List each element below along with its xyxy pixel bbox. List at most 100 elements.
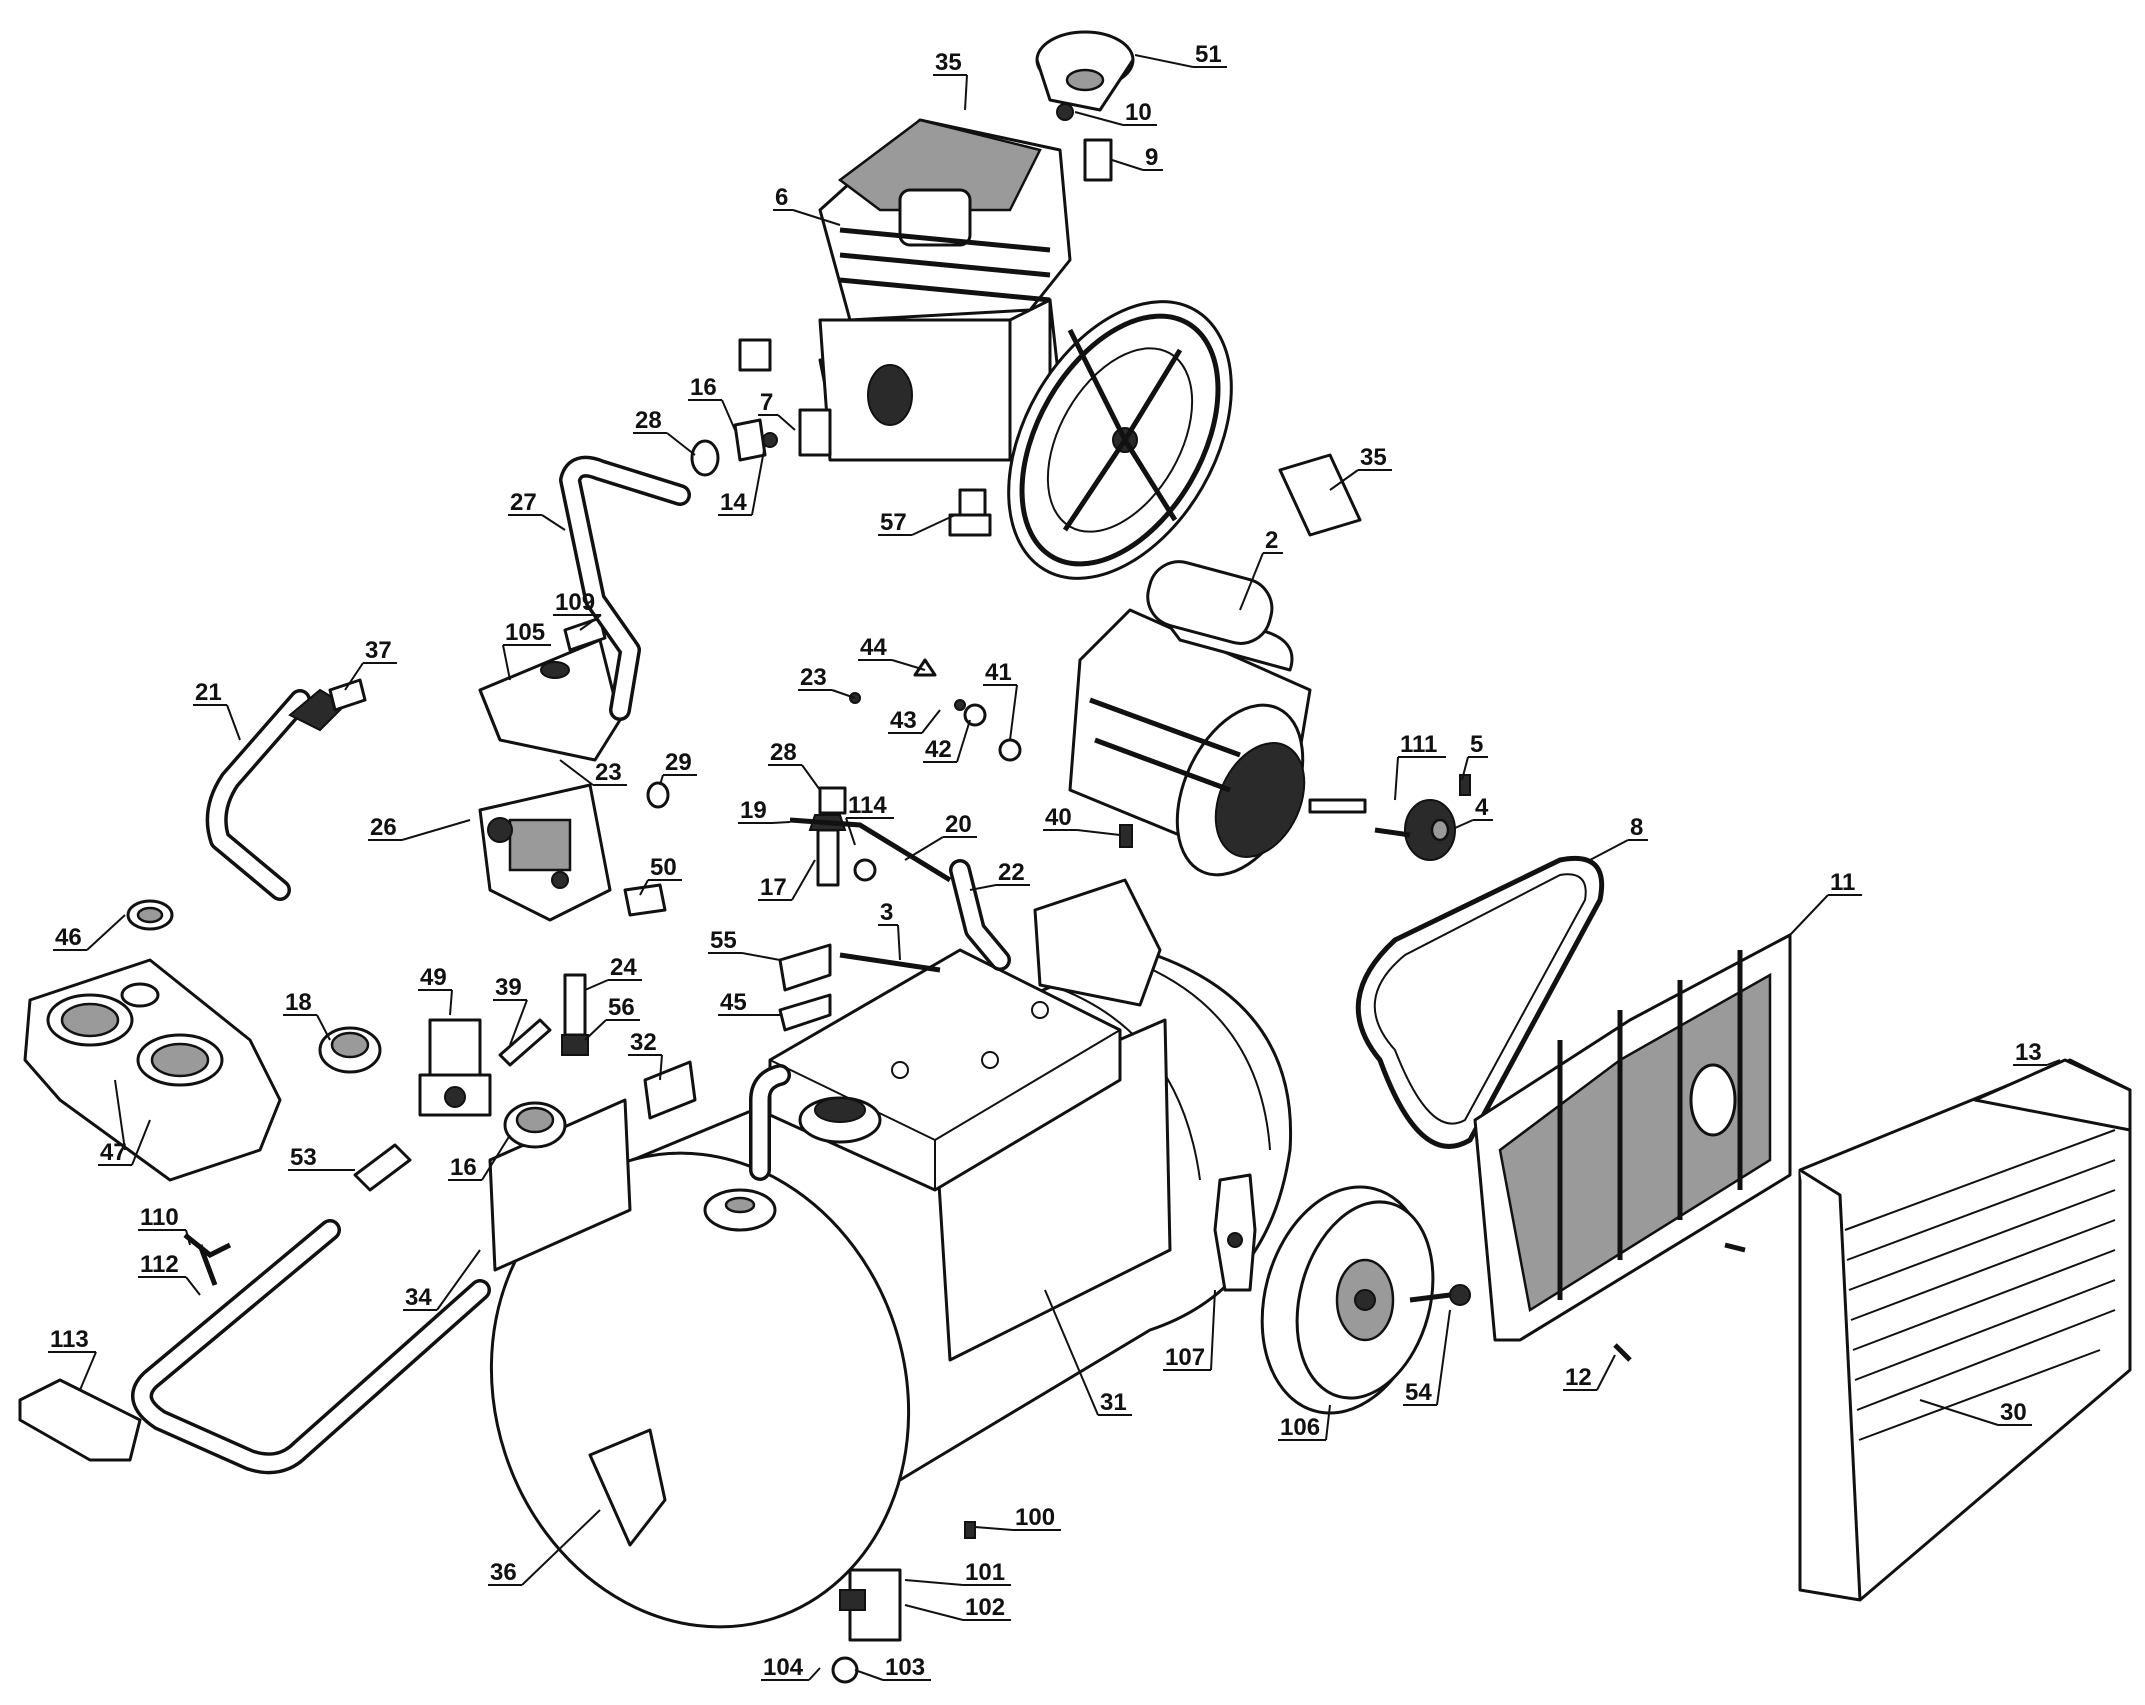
pump-fittings	[690, 338, 992, 537]
callout-leader-line	[659, 1054, 663, 1081]
callout-number: 11	[1830, 869, 1855, 896]
callout-number: 107	[1165, 1344, 1205, 1371]
callout-9: 9	[1111, 144, 1163, 171]
callout-leader-line	[1461, 756, 1469, 781]
callout-number: 31	[1100, 1389, 1127, 1416]
wheel-106	[1260, 1185, 1435, 1415]
pressure-switch-cover-105	[478, 638, 622, 762]
callout-number: 57	[880, 509, 907, 536]
callout-3: 3	[878, 899, 901, 961]
callout-leader-line	[436, 1249, 481, 1311]
callout-leader-line	[904, 1604, 964, 1621]
callout-leader-line	[791, 859, 816, 901]
callout-11: 11	[1789, 869, 1862, 936]
callout-number: 45	[720, 989, 747, 1016]
callout-24: 24	[584, 954, 642, 991]
callout-leader-line	[904, 1579, 964, 1586]
callout-leader-line	[1134, 54, 1194, 68]
callout-number: 39	[495, 974, 522, 1001]
callout-101: 101	[904, 1559, 1011, 1586]
callout-leader-line	[741, 952, 781, 961]
callout-number: 110	[140, 1204, 179, 1231]
callout-leader-line	[79, 1351, 97, 1391]
callout-leader-line	[1589, 839, 1629, 861]
callout-6: 6	[773, 184, 841, 226]
callout-leader-line	[1076, 829, 1121, 836]
safety-valve-24-56	[561, 973, 589, 1056]
callout-leader-line	[897, 924, 901, 961]
callout-number: 6	[775, 184, 788, 211]
callout-number: 3	[880, 899, 893, 926]
drain-valve-assembly	[831, 1521, 976, 1684]
callout-leader-line	[792, 209, 841, 226]
callout-number: 26	[370, 814, 397, 841]
callout-leader-line	[721, 399, 736, 431]
callout-leader-line	[777, 414, 796, 431]
callout-leader-line	[974, 1526, 1014, 1531]
callout-number: 40	[1045, 804, 1072, 831]
callout-number: 101	[965, 1559, 1005, 1586]
callout-number: 46	[55, 924, 82, 951]
callout-leader-line	[1436, 1309, 1451, 1406]
callout-number: 9	[1145, 144, 1158, 171]
callout-13: 13	[2013, 1039, 2061, 1066]
wheel-bolt-54	[1409, 1284, 1471, 1306]
callout-leader-line	[86, 914, 126, 951]
callout-leader-line	[808, 1667, 821, 1681]
callout-number: 105	[505, 619, 545, 646]
callout-leader-line	[1789, 894, 1829, 936]
callout-number: 16	[690, 374, 717, 401]
callout-leader-line	[1394, 756, 1399, 801]
callout-number: 109	[555, 589, 595, 616]
labels-45-55	[778, 943, 832, 1032]
callout-leader-line	[1111, 159, 1144, 171]
fitting-28b	[818, 786, 847, 815]
callout-leader-line	[639, 879, 649, 896]
manifold-shroud-47	[23, 958, 282, 1182]
callout-number: 42	[925, 736, 952, 763]
callout-23: 23	[559, 759, 627, 786]
tank-label-36	[588, 1428, 667, 1547]
callout-35: 35	[1329, 444, 1392, 491]
callout-leader-line	[854, 1669, 884, 1681]
discharge-tube-27	[559, 455, 691, 721]
callout-number: 49	[420, 964, 447, 991]
callout-number: 36	[490, 1559, 517, 1586]
callout-number: 37	[365, 637, 392, 664]
callout-5: 5	[1461, 731, 1488, 781]
callout-number: 104	[763, 1654, 804, 1681]
callout-leader-line	[1325, 1404, 1331, 1441]
callout-number: 102	[965, 1594, 1005, 1621]
callout-17: 17	[758, 859, 816, 901]
callout-leader-line	[559, 759, 594, 786]
callout-50: 50	[639, 854, 682, 896]
tank-label-32	[643, 1060, 697, 1120]
callout-number: 41	[985, 659, 1012, 686]
pressure-switch-26	[478, 783, 612, 922]
callout-number: 21	[195, 679, 222, 706]
callout-45: 45	[718, 989, 780, 1016]
callout-114: 114	[845, 792, 894, 846]
callout-102: 102	[904, 1594, 1011, 1621]
callout-number: 24	[610, 954, 637, 981]
callout-49: 49	[418, 964, 453, 1016]
callout-104: 104	[761, 1654, 821, 1681]
callout-leader-line	[584, 979, 609, 991]
callout-28: 28	[768, 739, 821, 791]
callout-40: 40	[1043, 804, 1121, 836]
callout-number: 10	[1125, 99, 1152, 126]
callout-10: 10	[1074, 99, 1157, 126]
handle-grip-113	[18, 1378, 142, 1462]
callout-number: 32	[630, 1029, 657, 1056]
callout-number: 35	[935, 49, 962, 76]
callout-number: 23	[595, 759, 622, 786]
tank-handle-bracket	[749, 1064, 791, 1181]
callout-number: 34	[405, 1284, 432, 1311]
motor-riser-plate	[1033, 878, 1162, 1007]
callout-number: 13	[2015, 1039, 2042, 1066]
callout-8: 8	[1589, 814, 1648, 861]
callout-leader-line	[1009, 684, 1018, 741]
callout-36: 36	[488, 1509, 601, 1586]
air-filter-51	[1035, 30, 1135, 112]
callout-leader-line	[131, 1119, 151, 1166]
